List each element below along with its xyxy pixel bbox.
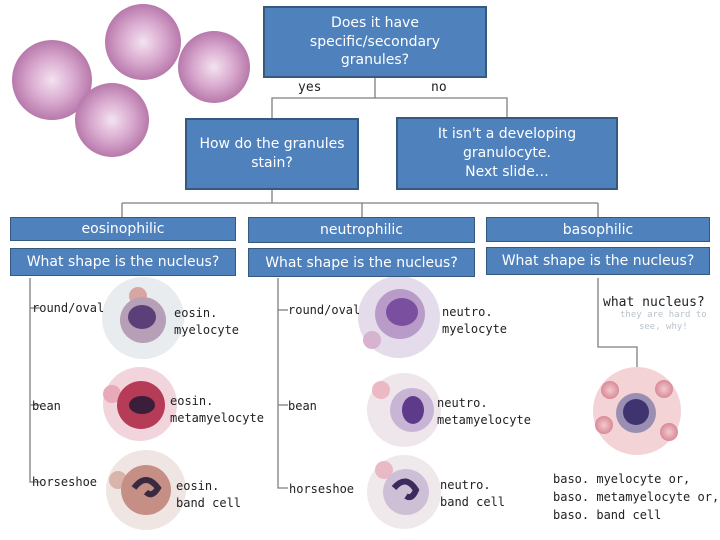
neutro-band-cell-image [367,455,441,529]
eosinophilic-title: eosinophilic [81,221,165,237]
neutro-band-cell-label: neutro. band cell [440,478,506,510]
basophilic-header: basophilic [486,217,710,242]
baso-nucleus-note: they are hard to see, why! [620,310,707,332]
neutrophilic-question: What shape is the nucleus? [248,248,475,277]
neutro-shape-horseshoe: horseshoe [289,482,355,496]
red-blood-cells-image [12,4,250,157]
question-stain-text: How do the granules stain? [199,136,345,171]
eosin-band-cell-label: eosin. band cell [176,479,242,511]
eosin-shape-bean: bean [32,399,61,413]
neutro-metamyelocyte-image [367,373,441,447]
neutro-metamyelocyte-label: neutro. metamyelocyte [437,396,531,428]
eosinophilic-question-text: What shape is the nucleus? [26,254,220,270]
neutro-myelocyte-image [358,276,440,358]
branch-yes-label: yes [298,80,322,95]
question-granules-text: Does it have specific/secondary granules… [309,14,441,69]
eosinophilic-header: eosinophilic [10,217,236,241]
eosin-band-cell-image [106,450,186,530]
eosin-myelocyte-image [102,277,184,359]
basophilic-question: What shape is the nucleus? [486,247,710,275]
question-granules-box: Does it have specific/secondary granules… [263,6,487,78]
neutro-shape-round: round/oval [288,303,361,317]
not-developing-box: It isn't a developing granulocyte. Next … [396,117,618,190]
eosinophilic-question: What shape is the nucleus? [10,248,236,276]
baso-nucleus-question: what nucleus? [603,295,705,310]
neutro-shape-bean: bean [288,399,317,413]
question-stain-box: How do the granules stain? [185,118,359,190]
neutrophilic-question-text: What shape is the nucleus? [265,254,458,271]
branch-no-label: no [431,80,447,95]
basophilic-title: basophilic [562,221,634,238]
eosin-shape-round: round/oval [32,301,105,315]
eosin-metamyelocyte-label: eosin. metamyelocyte [170,394,264,426]
baso-cell-image [593,367,681,455]
neutrophilic-header: neutrophilic [248,217,475,243]
basophilic-question-text: What shape is the nucleus? [501,253,695,269]
eosin-metamyelocyte-image [103,367,177,441]
eosin-myelocyte-label: eosin. myelocyte [174,306,240,338]
connector-lines [29,78,638,489]
neutrophilic-title: neutrophilic [320,222,403,238]
neutro-myelocyte-label: neutro. myelocyte [442,305,508,337]
baso-cell-label: baso. myelocyte or, baso. metamyelocyte … [553,472,720,522]
not-developing-text: It isn't a developing granulocyte. Next … [437,126,577,180]
eosin-shape-horseshoe: horseshoe [32,475,98,489]
